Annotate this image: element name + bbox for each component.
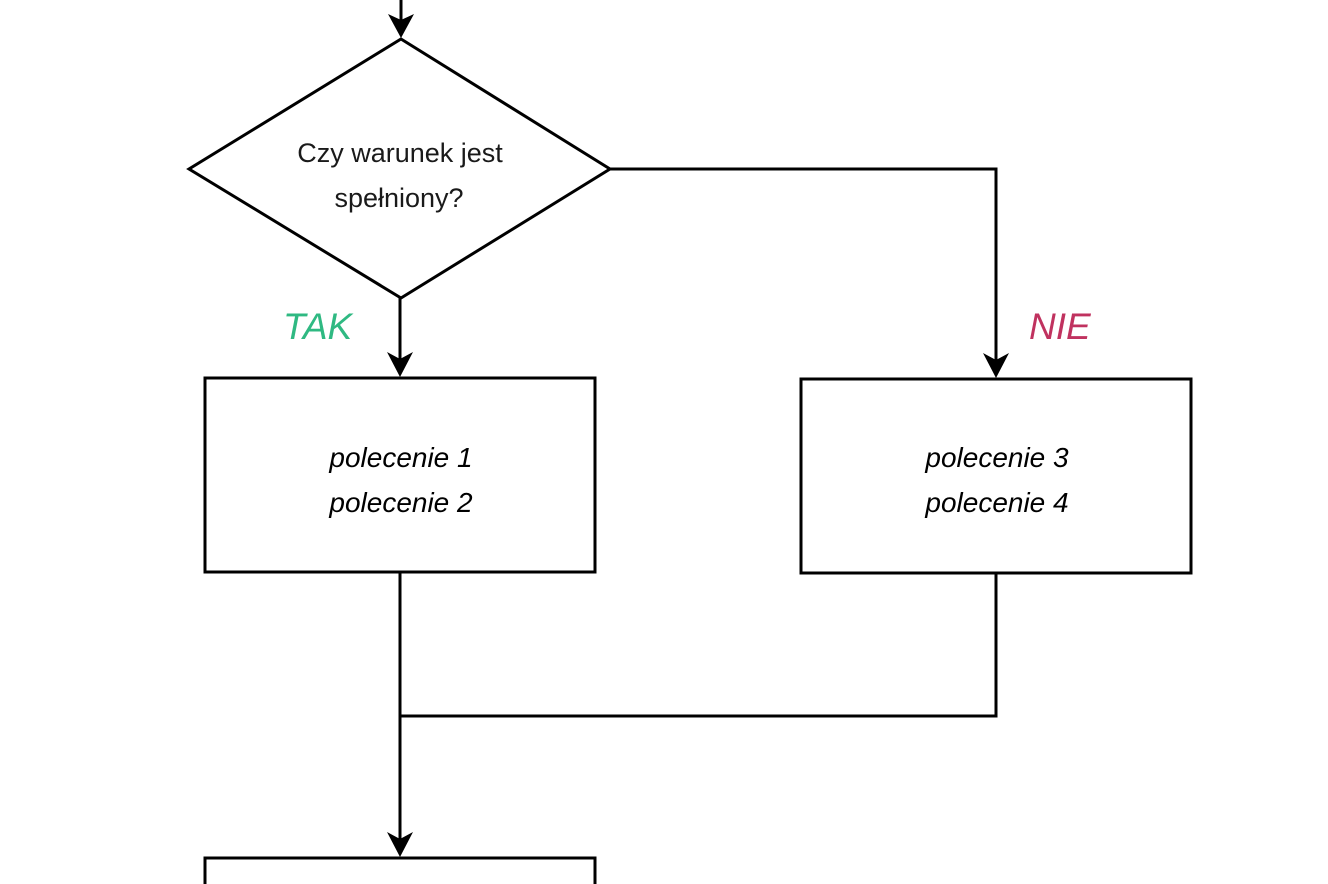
no-branch-label: NIE (1029, 306, 1092, 347)
yes-box-line-2: polecenie 2 (328, 487, 473, 518)
no-arrowhead (983, 353, 1009, 378)
decision-diamond (186, 37, 613, 300)
yes-arrowhead (387, 352, 413, 377)
merge-arrowhead (387, 832, 413, 857)
next-process-box (203, 856, 597, 884)
incoming-arrowhead (388, 14, 414, 38)
yes-box-line-1: polecenie 1 (328, 442, 472, 473)
merge-edge-from-no (400, 573, 998, 718)
decision-text-line-2: spełniony? (334, 183, 463, 213)
no-box-line-2: polecenie 4 (924, 487, 1068, 518)
decision-text-line-1: Czy warunek jest (297, 138, 503, 168)
yes-process-box (203, 376, 597, 574)
yes-branch-label: TAK (283, 306, 355, 347)
no-edge (610, 167, 998, 360)
no-process-box (799, 377, 1193, 575)
no-box-line-1: polecenie 3 (924, 442, 1069, 473)
